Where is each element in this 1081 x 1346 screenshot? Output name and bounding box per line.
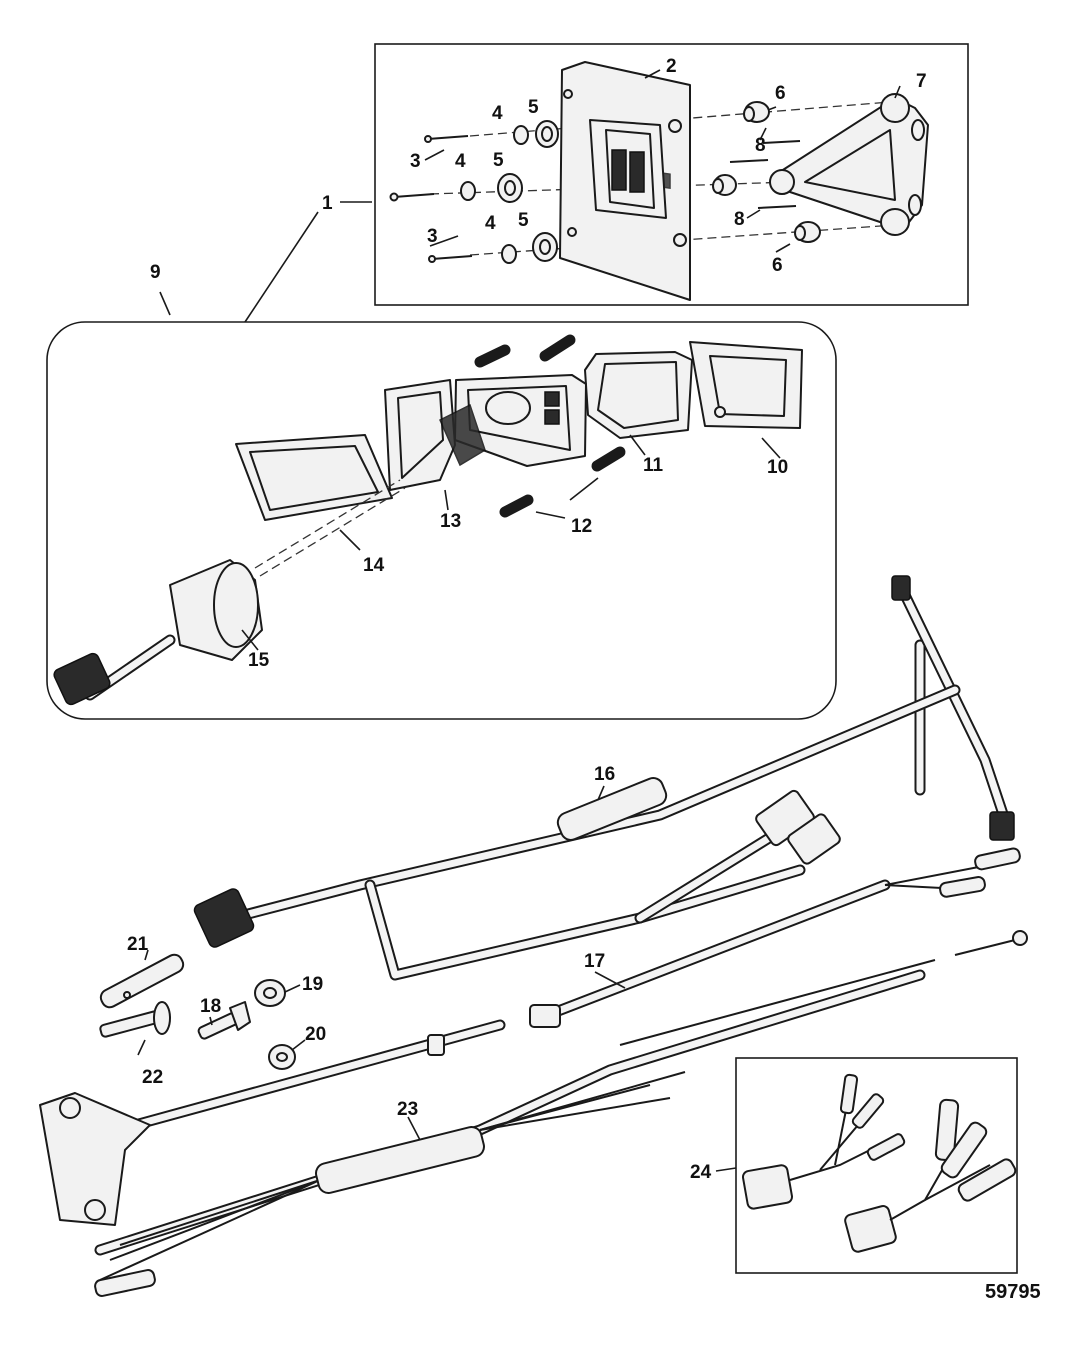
washer-4-mid [460,181,476,201]
washer-20-hole [276,1052,288,1062]
callout-10: 10 [767,457,788,478]
callout-20: 20 [305,1024,326,1045]
callout-3-top: 3 [410,151,421,172]
washer-4-bottom [501,244,517,264]
figure-number: 59795 [985,1281,1041,1303]
knob-15 [53,559,263,706]
callout-24: 24 [690,1162,712,1183]
washer-19-hole [263,987,277,999]
washer-4-top [513,125,529,145]
callout-21: 21 [127,934,149,955]
callout-8-bottom: 8 [734,209,745,230]
callout-4-top: 4 [492,103,503,124]
callout-22: 22 [142,1067,163,1088]
callout-2: 2 [666,56,677,77]
callout-16: 16 [594,764,615,785]
callout-19: 19 [302,974,323,995]
triangle-bracket-7 [769,93,929,236]
callout-3-bottom: 3 [427,226,438,247]
callout-5-top: 5 [528,97,539,118]
screw-3-bottom [428,255,473,263]
screw-3-top [424,135,469,143]
sleeve-23 [315,1126,485,1194]
callout-6-top: 6 [775,83,786,104]
gasket-14 [235,434,393,521]
callout-13: 13 [440,511,461,532]
bracket-assembly-box [374,43,969,306]
callout-15: 15 [248,650,270,671]
spacer-6-mid [712,174,737,196]
mounting-kit-box [46,321,837,720]
bezel-10 [689,341,803,429]
pin-21 [99,953,185,1009]
inline-module-16 [556,777,668,841]
spacer-6-top [743,101,770,123]
callout-1: 1 [322,193,333,214]
wire-harness-23 [39,969,926,1297]
screw-12-upper [474,334,576,368]
callout-6-bottom: 6 [772,255,783,276]
callout-7: 7 [916,71,927,92]
switch-housing-13 [384,374,587,491]
bolt-22 [99,1001,171,1038]
screw-3-mid [389,192,435,202]
grommet-5-mid [497,173,523,203]
screw-8-top [762,140,801,144]
adapter-kit-box [715,1057,1018,1274]
callout-5-bottom: 5 [518,210,529,231]
bracket-plate-2 [559,61,691,301]
wire-harness-17 [529,847,1028,1046]
screw-8-mid [729,159,769,163]
screw-12-lower [499,446,626,518]
bolt-18 [197,1001,251,1040]
spacer-6-bottom [794,221,821,243]
callout-14: 14 [363,555,385,576]
callout-4-bottom: 4 [485,213,496,234]
grommet-5-top [535,120,559,148]
callout-23: 23 [397,1099,418,1120]
callout-12: 12 [571,516,592,537]
gasket-11 [584,351,693,439]
callout-5-mid: 5 [493,150,504,171]
screw-8-bottom [757,205,797,209]
callout-17: 17 [584,951,605,972]
callout-18: 18 [200,996,221,1017]
callout-4-mid: 4 [455,151,466,172]
callout-11: 11 [643,455,664,476]
grommet-5-bottom [532,232,558,262]
callout-8-top: 8 [755,135,766,156]
callout-9: 9 [150,262,161,283]
wire-harness-16 [193,575,1015,981]
